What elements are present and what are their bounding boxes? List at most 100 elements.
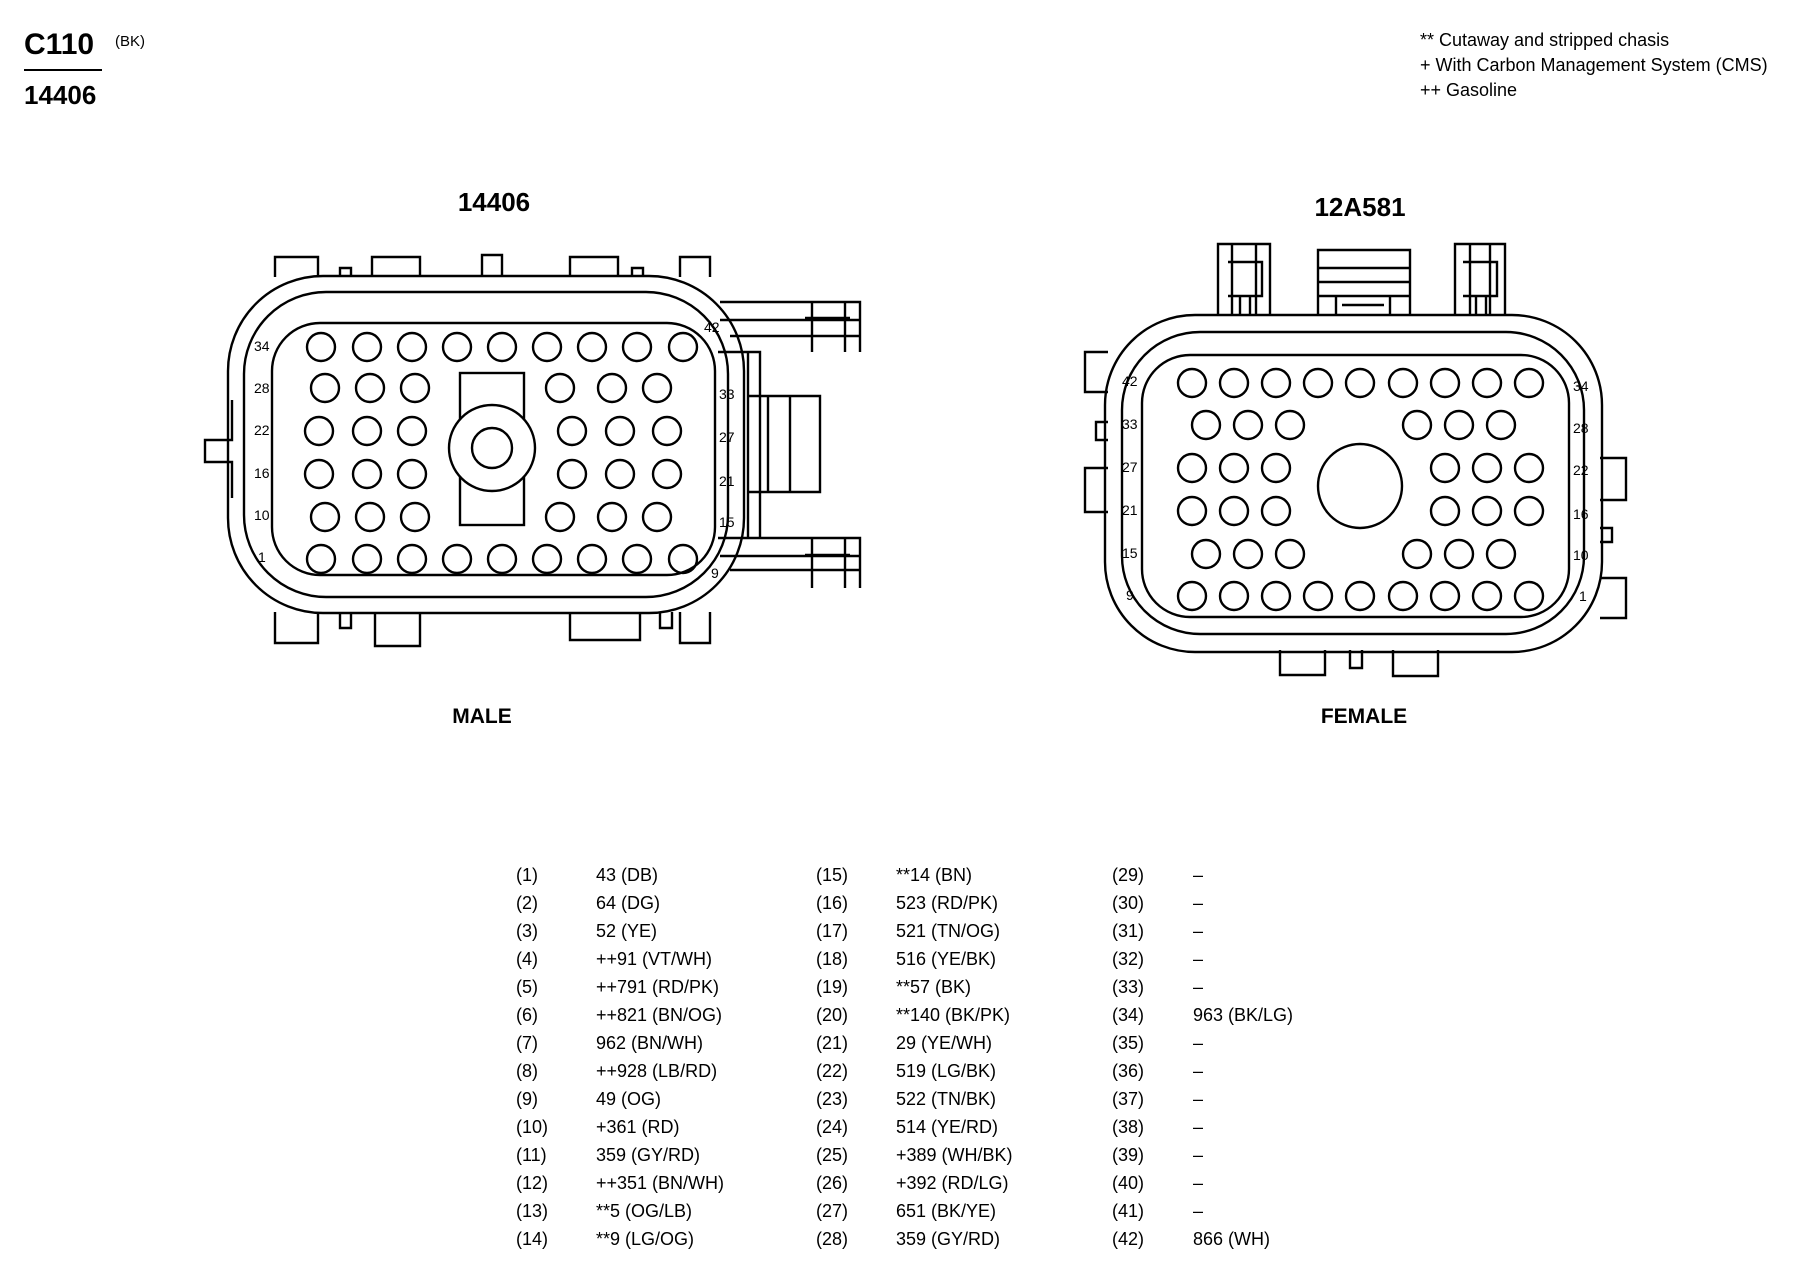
pin-number: (8) <box>516 1061 538 1081</box>
female-pin-socket <box>1387 367 1419 399</box>
female-pin-socket <box>1190 538 1222 570</box>
circuit-value: 359 (GY/RD) <box>596 1145 701 1165</box>
male-pin-socket <box>351 415 383 447</box>
male-pin-socket <box>576 543 608 575</box>
female-pin-socket <box>1260 580 1292 612</box>
female-pin-socket <box>1218 580 1250 612</box>
male-pin-socket <box>354 501 386 533</box>
male-pin-socket <box>641 372 673 404</box>
female-pin-socket <box>1513 580 1545 612</box>
female-pin-socket <box>1513 367 1545 399</box>
female-pin-socket <box>1274 538 1306 570</box>
circuit-value: **9 (LG/OG) <box>596 1229 695 1249</box>
male-pin-socket <box>531 331 563 363</box>
male-middle-shell <box>242 290 730 599</box>
pin-number: (29) <box>1112 865 1145 885</box>
pin-number: (37) <box>1112 1089 1145 1109</box>
female-left-lugs <box>1083 350 1108 514</box>
pin-number: (12) <box>516 1173 549 1193</box>
pin-number: (17) <box>816 921 849 941</box>
male-pin-socket <box>604 458 636 490</box>
male-pin-label: 16 <box>254 465 270 481</box>
circuit-value: – <box>1193 1061 1204 1081</box>
male-pin-socket <box>305 331 337 363</box>
circuit-value: ++821 (BN/OG) <box>596 1005 723 1025</box>
female-pin-socket <box>1513 495 1545 527</box>
circuit-value: 49 (OG) <box>596 1089 662 1109</box>
male-pin-socket <box>621 331 653 363</box>
male-pin-socket <box>351 458 383 490</box>
female-pin-label: 22 <box>1573 462 1589 478</box>
male-pin-socket <box>651 415 683 447</box>
female-top-latches <box>1216 242 1507 315</box>
female-part-number: 12A581 <box>1314 192 1405 222</box>
female-middle-shell <box>1120 330 1586 636</box>
male-pin-group <box>303 331 699 575</box>
pin-number: (15) <box>816 865 849 885</box>
female-pin-socket <box>1344 367 1376 399</box>
header-divider <box>24 69 102 71</box>
male-top-tabs <box>273 253 712 277</box>
female-pin-socket <box>1485 409 1517 441</box>
male-pin-socket <box>441 331 473 363</box>
male-pin-socket <box>531 543 563 575</box>
male-pin-socket <box>556 415 588 447</box>
male-left-key <box>203 400 234 498</box>
circuit-value: ++791 (RD/PK) <box>596 977 720 997</box>
female-pin-socket <box>1302 580 1334 612</box>
circuit-value: **57 (BK) <box>896 977 972 997</box>
female-pin-socket <box>1232 409 1264 441</box>
female-pin-socket <box>1260 452 1292 484</box>
connector-id: C110 <box>24 28 95 61</box>
male-pin-label: 1 <box>258 549 266 565</box>
female-pin-socket <box>1471 580 1503 612</box>
female-pin-group <box>1176 367 1545 612</box>
pin-number: (7) <box>516 1033 538 1053</box>
circuit-value: – <box>1193 865 1204 885</box>
female-pin-socket <box>1471 367 1503 399</box>
circuit-value: +392 (RD/LG) <box>896 1173 1009 1193</box>
female-connector: 12A581 42 33 27 21 15 9 34 2 <box>1083 192 1628 728</box>
pin-number: (40) <box>1112 1173 1145 1193</box>
female-pin-socket <box>1176 495 1208 527</box>
circuit-value: 64 (DG) <box>596 893 661 913</box>
circuit-value: – <box>1193 1173 1204 1193</box>
female-pin-socket <box>1443 538 1475 570</box>
male-pin-label: 10 <box>254 507 270 523</box>
circuit-value: – <box>1193 1089 1204 1109</box>
male-pin-socket <box>303 458 335 490</box>
female-pin-socket <box>1232 538 1264 570</box>
pin-number: (6) <box>516 1005 538 1025</box>
male-pin-socket <box>621 543 653 575</box>
circuit-value: 866 (WH) <box>1193 1229 1271 1249</box>
male-pin-socket <box>576 331 608 363</box>
circuit-value: – <box>1193 921 1204 941</box>
female-pin-socket <box>1344 580 1376 612</box>
pin-number: (10) <box>516 1117 549 1137</box>
female-pin-label: 21 <box>1122 502 1138 518</box>
female-pin-socket <box>1401 538 1433 570</box>
male-part-number: 14406 <box>458 187 530 217</box>
pin-number: (21) <box>816 1033 849 1053</box>
male-right-latch <box>718 300 862 588</box>
male-center-post-ring <box>447 403 537 493</box>
male-pin-socket <box>641 501 673 533</box>
male-pin-socket <box>399 501 431 533</box>
circuit-value: – <box>1193 1117 1204 1137</box>
male-pin-socket <box>303 415 335 447</box>
connector-part-number: 14406 <box>24 80 97 110</box>
male-pin-socket <box>486 543 518 575</box>
male-pin-socket <box>351 331 383 363</box>
female-pin-field <box>1140 353 1571 619</box>
female-pin-socket <box>1260 495 1292 527</box>
pin-number: (2) <box>516 893 538 913</box>
pin-number: (1) <box>516 865 538 885</box>
circuit-value: ++351 (BN/WH) <box>596 1173 725 1193</box>
circuit-value: ++91 (VT/WH) <box>596 949 713 969</box>
legend-notes: ** Cutaway and stripped chasis + With Ca… <box>1420 28 1768 103</box>
pin-number: (27) <box>816 1201 849 1221</box>
male-connector: 14406 34 28 22 16 10 1 <box>203 187 862 728</box>
male-pin-label: 22 <box>254 422 270 438</box>
legend-note: + With Carbon Management System (CMS) <box>1420 55 1768 75</box>
female-pin-socket <box>1471 452 1503 484</box>
